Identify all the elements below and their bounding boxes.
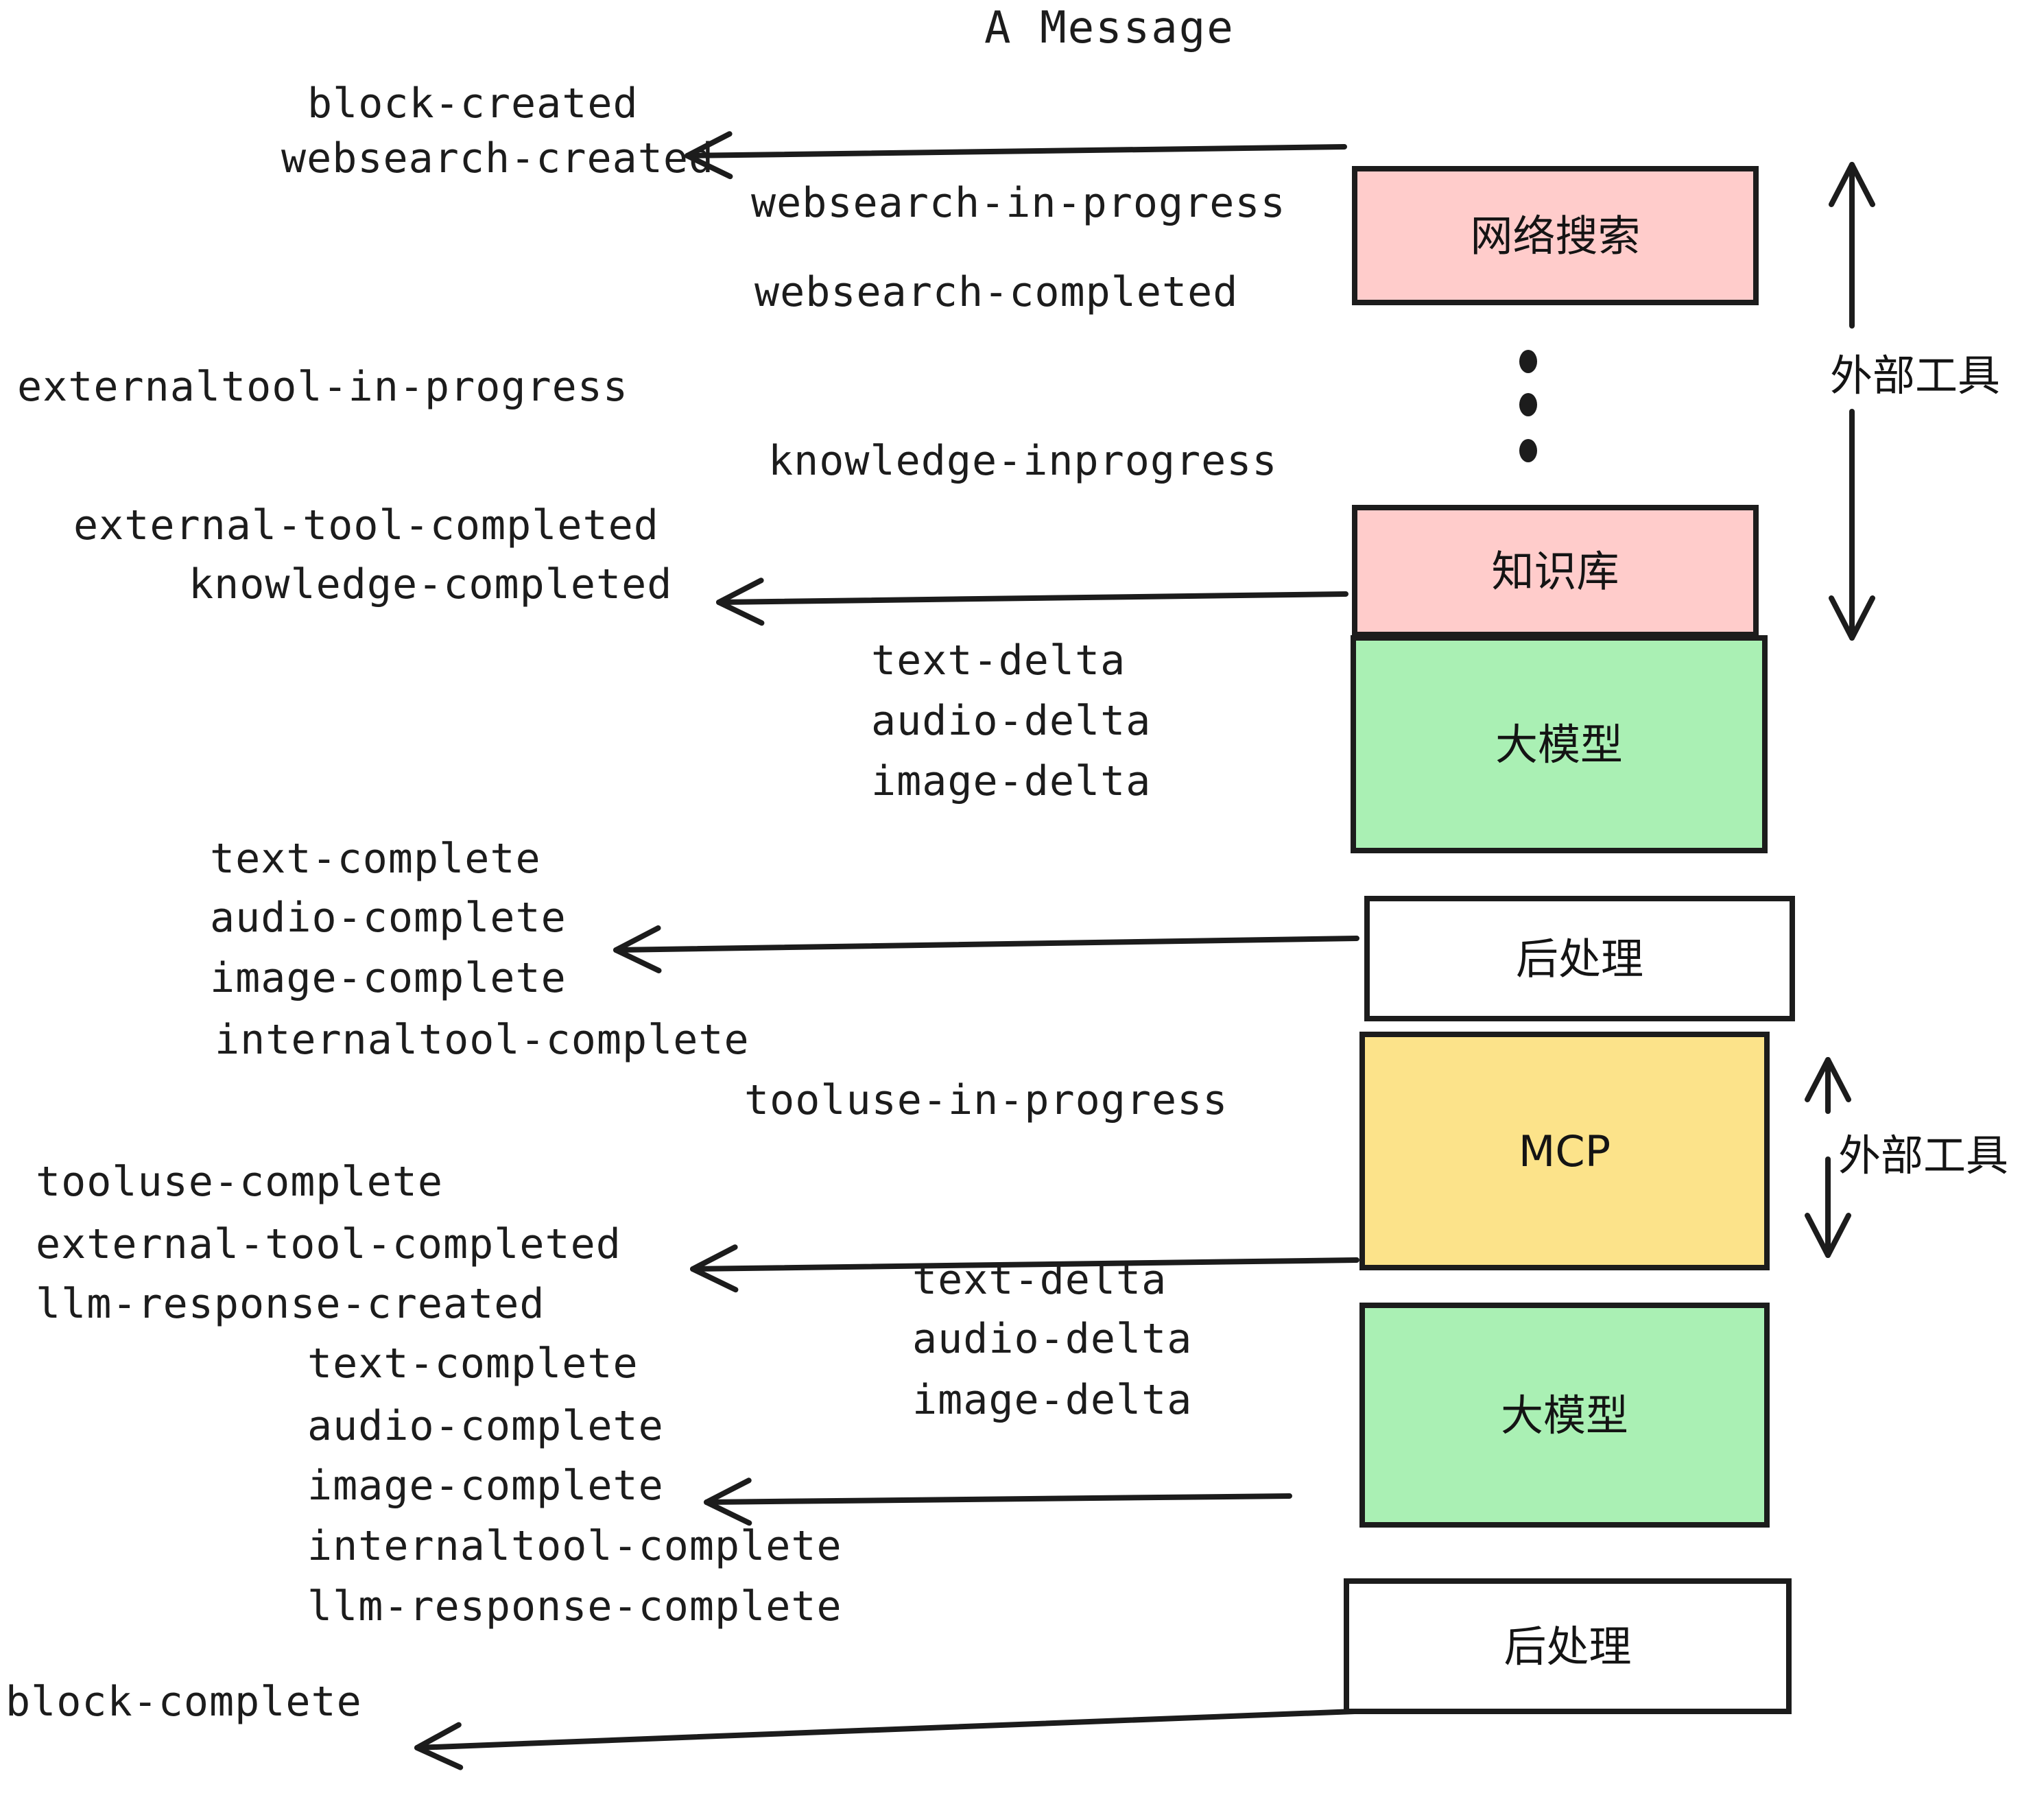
arrow-image-complete-line (613, 936, 1359, 953)
component-box-label-knowledge: 知识库 (1491, 547, 1619, 597)
event-label-image-complete-2: image-complete (307, 1462, 664, 1510)
event-label-text-delta-1: text-delta (871, 637, 1126, 685)
event-label-image-complete-1: image-complete (210, 954, 567, 1002)
arrow-audio-complete-line (704, 1493, 1292, 1505)
event-label-tooluse-in-progress: tooluse-in-progress (744, 1076, 1228, 1124)
event-label-text-complete-1: text-complete (210, 835, 541, 883)
event-label-knowledge-completed: knowledge-completed (189, 560, 672, 608)
event-label-websearch-in-progress: websearch-in-progress (751, 179, 1286, 227)
event-label-externaltool-in-progress: externaltool-in-progress (17, 363, 628, 411)
event-label-block-created: block-created (307, 80, 639, 128)
ellipsis-dot-2 (1519, 393, 1537, 416)
event-label-internaltool-complete-1: internaltool-complete (215, 1016, 750, 1064)
event-label-text-delta-2: text-delta (912, 1256, 1167, 1304)
event-label-websearch-created: websearch-created (281, 134, 714, 182)
event-label-audio-complete-1: audio-complete (210, 894, 567, 942)
arrow-block-created-line (685, 144, 1347, 158)
external-tools-arrow-top-up-head (1829, 162, 1875, 207)
component-box-postprocess-2[interactable] (1344, 1578, 1792, 1714)
arrow-tooluse-complete-head (690, 1244, 739, 1293)
arrow-block-complete-line (414, 1709, 1357, 1750)
arrow-audio-complete-head (704, 1477, 752, 1526)
ellipsis-dot-1 (1519, 350, 1537, 373)
event-label-audio-delta-1: audio-delta (871, 697, 1151, 745)
component-box-llm-2[interactable] (1359, 1303, 1770, 1528)
arrow-block-complete-head (414, 1722, 464, 1770)
component-box-websearch[interactable] (1352, 166, 1759, 305)
component-box-label-websearch: 网络搜索 (1470, 211, 1640, 261)
event-label-image-delta-2: image-delta (912, 1376, 1192, 1424)
event-label-text-complete-2: text-complete (307, 1340, 639, 1388)
event-label-external-tool-completed-2: external-tool-completed (36, 1220, 621, 1268)
side-label-external-tools-bottom: 外部工具 (1838, 1130, 2008, 1180)
component-box-label-postprocess-1: 后处理 (1516, 934, 1643, 984)
component-box-label-postprocess-2: 后处理 (1504, 1622, 1631, 1672)
event-label-audio-complete-2: audio-complete (307, 1402, 664, 1450)
flow-arrows-group (414, 131, 1359, 1770)
event-labels-group: block-created websearch-created websearch-… (5, 80, 1286, 1726)
component-box-llm-1[interactable] (1351, 635, 1768, 853)
arrow-block-created-head (685, 131, 733, 180)
arrow-image-complete-head (613, 925, 662, 973)
event-label-tooluse-complete: tooluse-complete (36, 1158, 443, 1206)
event-label-websearch-completed: websearch-completed (754, 268, 1238, 316)
event-label-llm-response-complete: llm-response-complete (307, 1582, 842, 1630)
diagram-title-group: A Message (984, 3, 1235, 54)
event-label-block-complete: block-complete (5, 1678, 362, 1726)
ellipsis-dots-group (1519, 350, 1537, 462)
event-label-external-tool-completed-1: external-tool-completed (73, 501, 659, 549)
arrow-tooluse-complete-line (690, 1257, 1359, 1272)
component-box-knowledge[interactable] (1352, 505, 1759, 637)
page-title: A Message (984, 3, 1235, 54)
component-box-postprocess-1[interactable] (1364, 896, 1795, 1021)
component-box-label-mcp: MCP (1519, 1126, 1611, 1176)
external-tools-arrow-bottom-up-head (1805, 1057, 1851, 1102)
event-label-knowledge-inprogress: knowledge-inprogress (768, 437, 1277, 485)
side-label-external-tools-top: 外部工具 (1830, 351, 2000, 401)
external-tools-arrow-bottom-down-head (1805, 1213, 1851, 1258)
event-label-internaltool-complete-2: internaltool-complete (307, 1522, 842, 1570)
arrow-knowledge-completed-head (716, 578, 765, 626)
arrow-knowledge-completed-line (716, 591, 1348, 605)
component-box-label-llm-1: 大模型 (1495, 720, 1623, 770)
ellipsis-dot-3 (1519, 439, 1537, 462)
component-box-label-llm-2: 大模型 (1501, 1390, 1628, 1440)
event-label-llm-response-created: llm-response-created (36, 1280, 545, 1328)
event-label-image-delta-1: image-delta (871, 757, 1151, 805)
event-label-audio-delta-2: audio-delta (912, 1315, 1192, 1363)
external-tools-arrow-top-down-head (1829, 595, 1875, 641)
external-tool-arrows-group (1805, 162, 1875, 1258)
component-box-mcp[interactable] (1359, 1032, 1770, 1270)
